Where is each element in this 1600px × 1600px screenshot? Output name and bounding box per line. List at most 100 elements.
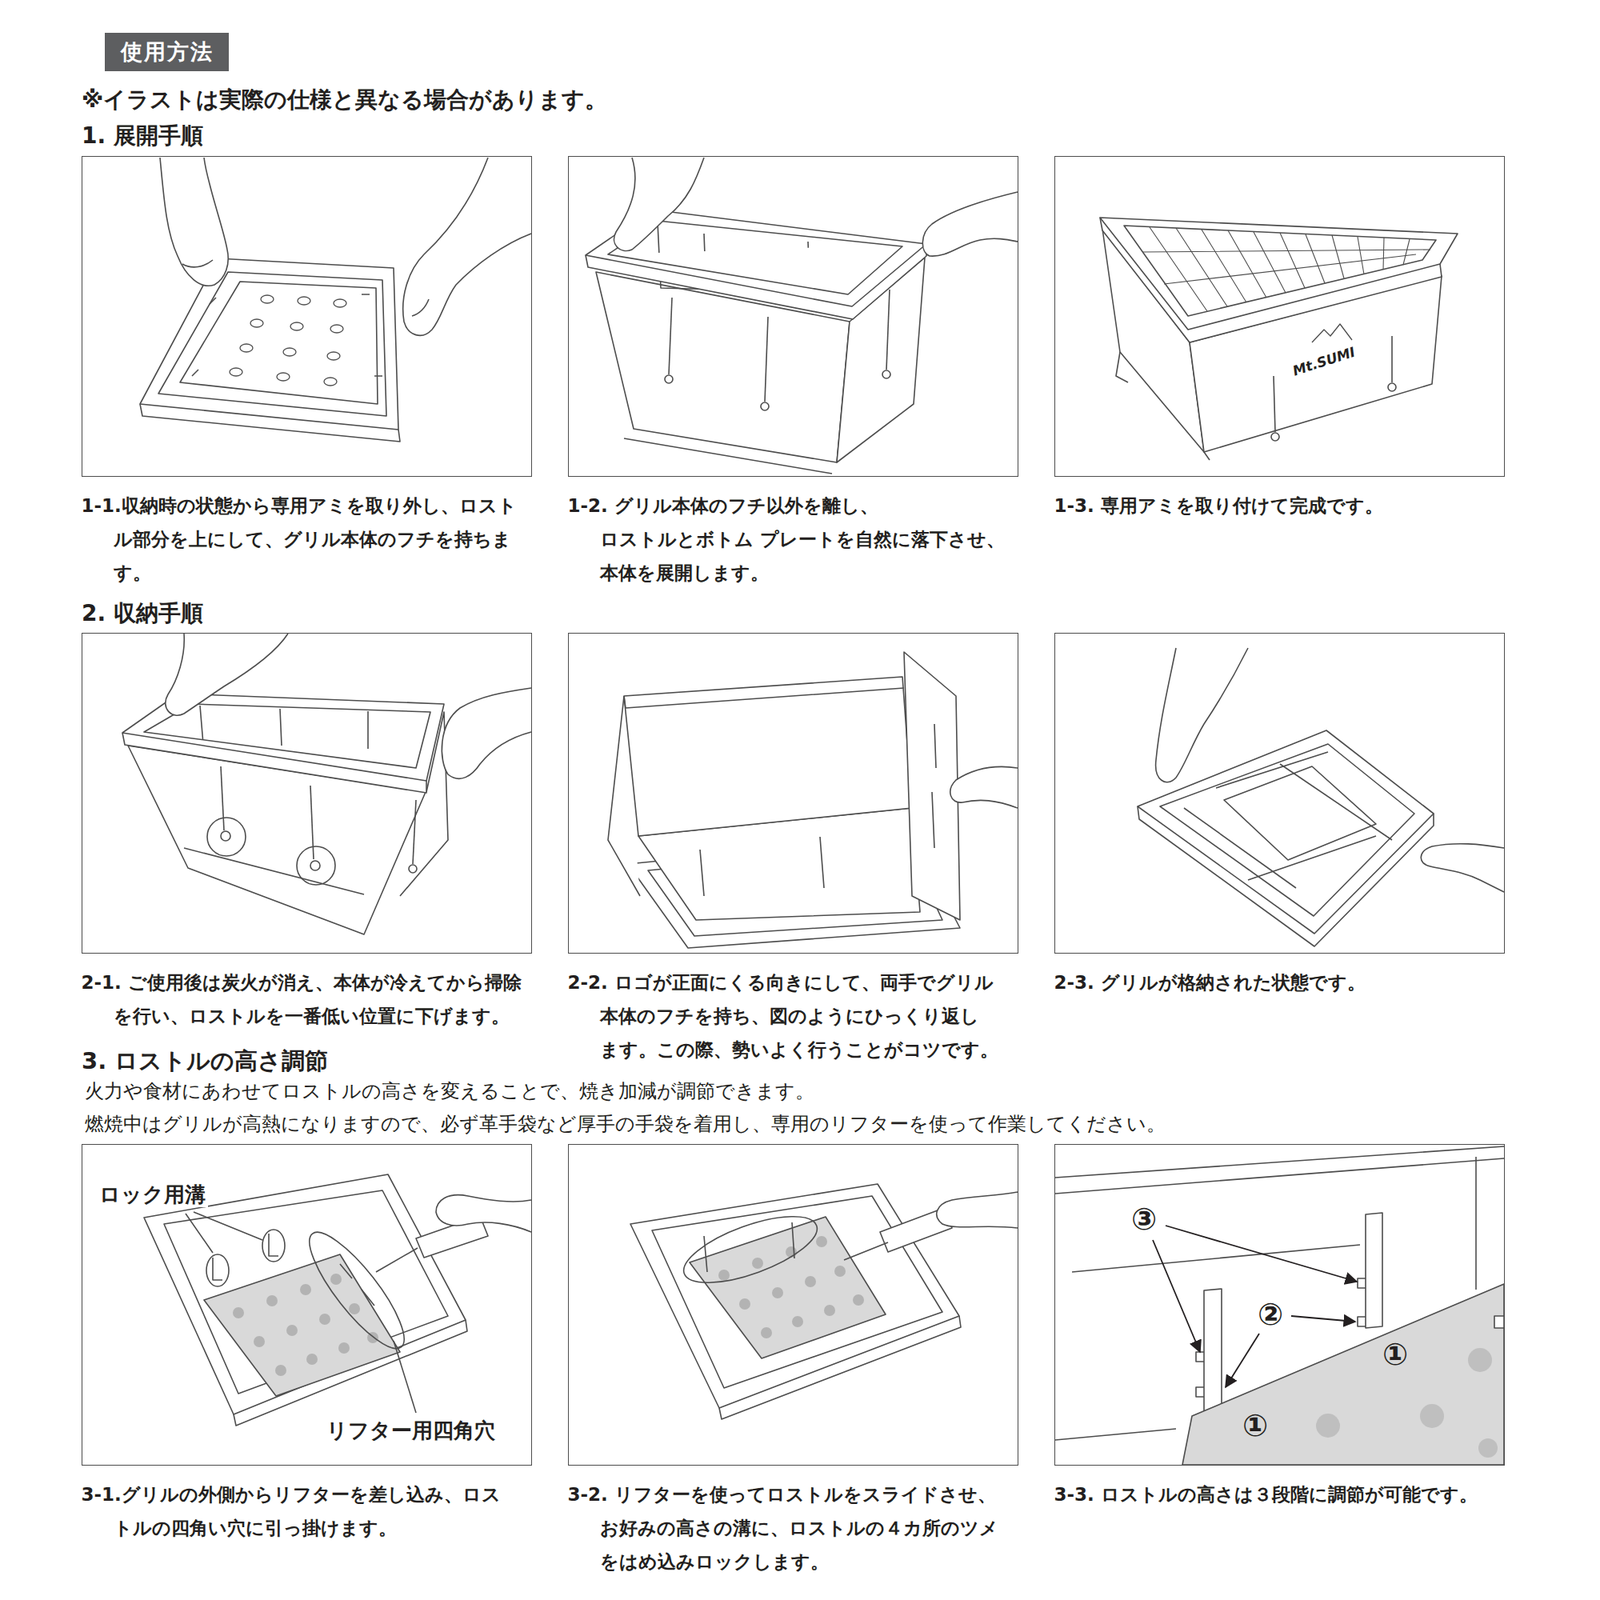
grill-stowed-illustration-part-part (330, 324, 344, 333)
lifter-slide-illustration-part (704, 1222, 795, 1272)
step-caption: 2-2. ロゴが正面にくる向きにして、両手でグリル 本体のフチを持ち、図のように… (568, 965, 1016, 1067)
grill-cleaning-illustration-part (408, 864, 417, 873)
grill-assembled-illustration-part (1391, 336, 1393, 383)
grill-flipping-illustration-part (950, 766, 1018, 808)
lifter-insert-illustration-part (144, 1174, 466, 1415)
height-levels-illustration-part-part (1152, 1240, 1200, 1352)
step-panel: 1-2. グリル本体のフチ以外を離し、ロストルとボトム プレートを自然に落下させ… (568, 156, 1019, 477)
grill-assembled-illustration-part (1271, 432, 1280, 441)
callout-number: ② (1257, 1299, 1284, 1330)
grill-assembled-illustration-part-part (1149, 227, 1410, 312)
step-caption: 1-1.収納時の状態から専用アミを取り外し、ロスト ル部分を上にして、グリル本体… (81, 488, 530, 590)
grill-cleaning-illustration-part (412, 800, 416, 864)
height-levels-illustration-part (1055, 1428, 1176, 1440)
grill-cleaning-illustration-part (310, 860, 320, 871)
step-panel: 1-3. 専用アミを取り付けて完成です。 (1054, 156, 1505, 477)
grill-cleaning-illustration-part (220, 831, 231, 841)
grill-cleaning-illustration (122, 633, 532, 935)
lifter-insert-illustration-part-part (306, 1353, 318, 1365)
grill-cleaning-illustration-part (207, 817, 246, 856)
part-name: リフター用四角穴 (324, 1418, 498, 1444)
grill-cleaning-illustration-part (296, 846, 336, 885)
grill-flipping-illustration-part (624, 688, 904, 708)
grill-stowed-illustration-part-part (240, 344, 253, 352)
lifter-slide-illustration-part-part (785, 1246, 797, 1258)
height-levels-illustration-part-part (1316, 1413, 1340, 1438)
grill-unfolding-illustration-part (614, 157, 704, 251)
lifter-slide-illustration-part-part (739, 1298, 751, 1310)
lifter-insert-illustration (144, 1174, 532, 1426)
lifter-insert-illustration-part-part (330, 1273, 342, 1285)
lifter-slide-illustration-part-part (852, 1294, 864, 1306)
height-levels-illustration-part (1475, 1156, 1477, 1290)
grill-stored-illustration-part (1420, 844, 1504, 892)
height-levels-illustration-part-part (1478, 1438, 1498, 1458)
height-levels-illustration-part (1357, 1278, 1366, 1327)
grill-assembled-illustration-part (1273, 376, 1276, 432)
step-caption: 2-3. グリルが格納された状態です。 (1054, 965, 1503, 1000)
step-panel: 2-3. グリルが格納された状態です。 (1054, 632, 1505, 954)
lifter-insert-illustration-part (436, 1195, 532, 1232)
grill-unfolding-illustration-part (668, 297, 672, 375)
grill-flipping-illustration-part (700, 836, 824, 896)
grill-stowed-illustration-part-part (327, 352, 340, 360)
grill-unfolding-illustration-part (886, 289, 890, 370)
lifter-insert-illustration-part (393, 1340, 416, 1413)
grill-stowed-illustration-part-part (297, 296, 311, 305)
grill-stowed-illustration-part (403, 157, 532, 336)
grill-unfolding-illustration-part (882, 370, 891, 379)
grill-stowed-illustration-part (182, 260, 213, 268)
lifter-insert-illustration-part-part (232, 1307, 244, 1319)
height-levels-illustration-part-part (1225, 1333, 1260, 1388)
height-levels-illustration (1055, 1146, 1504, 1465)
grill-cleaning-illustration-part (310, 785, 314, 860)
lifter-slide-illustration-part-part (752, 1257, 764, 1269)
grill-stowed-illustration-part-part (333, 299, 347, 308)
height-levels-illustration-part (1196, 1352, 1204, 1397)
lifter-slide-illustration-part (718, 1236, 864, 1339)
grill-unfolding-illustration-part (624, 438, 832, 474)
grill-unfolding-illustration-part (922, 192, 1018, 256)
lifter-insert-illustration-part (376, 1248, 418, 1272)
step-caption: 1-3. 専用アミを取り付けて完成です。 (1054, 488, 1503, 523)
title-badge-ground (104, 32, 229, 72)
step-panel: 3-1.グリルの外側からリフターを差し込み、ロス トルの四角い穴に引っ掛けます。 (81, 1144, 532, 1466)
lifter-insert-illustration-part (232, 1273, 379, 1376)
lifter-insert-illustration-part (204, 1254, 400, 1396)
grill-assembled-illustration (1100, 217, 1458, 460)
lifter-insert-illustration-part (296, 1220, 418, 1360)
grill-cleaning-illustration-part (165, 633, 288, 716)
step-caption: 2-1. ご使用後は炭火が消え、本体が冷えてから掃除 を行い、ロストルを一番低い… (81, 965, 530, 1033)
lifter-slide-illustration-part-part (824, 1304, 836, 1316)
note: ※イラストは実際の仕様と異なる場合があります。 (81, 86, 608, 114)
lifter-slide-illustration-part (630, 1184, 960, 1408)
lifter-slide-illustration-part-part (816, 1236, 828, 1248)
height-levels-illustration-part (1055, 1146, 1504, 1178)
height-levels-illustration-part-part (1291, 1316, 1356, 1322)
lifter-slide-illustration-part (936, 1192, 1018, 1228)
grill-stowed-illustration-part (140, 258, 399, 430)
grill-cleaning-illustration-part (441, 688, 532, 779)
lifter-insert-illustration-part (206, 1254, 229, 1287)
lifter-slide-illustration-part-part (834, 1265, 846, 1277)
lifter-slide-illustration-part-part (804, 1276, 816, 1288)
grill-stored-illustration-part (1156, 648, 1248, 783)
lifter-slide-illustration-part-part (760, 1327, 772, 1339)
grill-unfolding-illustration (585, 157, 1018, 474)
title-badge-ground-part (104, 32, 229, 72)
height-levels-illustration-part-part (1165, 1225, 1357, 1282)
grill-stowed-illustration-part (160, 157, 228, 286)
lifter-slide-illustration-part (676, 1203, 825, 1297)
height-levels-illustration-part (1204, 1288, 1222, 1412)
lifter-insert-illustration-part (185, 1212, 263, 1253)
description: 燃焼中はグリルが高熱になりますので、必ず革手袋など厚手の手袋を着用し、専用のリフ… (84, 1112, 1166, 1136)
lifter-insert-illustration-part-part (253, 1336, 265, 1348)
section-heading: 2. 収納手順 (81, 600, 204, 628)
height-levels-illustration-part-part (1420, 1404, 1444, 1428)
grill-stored-illustration-part (1184, 752, 1392, 888)
grill-stowed-illustration-part (229, 295, 347, 386)
grill-stowed-illustration-part (158, 272, 387, 416)
grill-stowed-illustration-part-part (324, 377, 337, 386)
